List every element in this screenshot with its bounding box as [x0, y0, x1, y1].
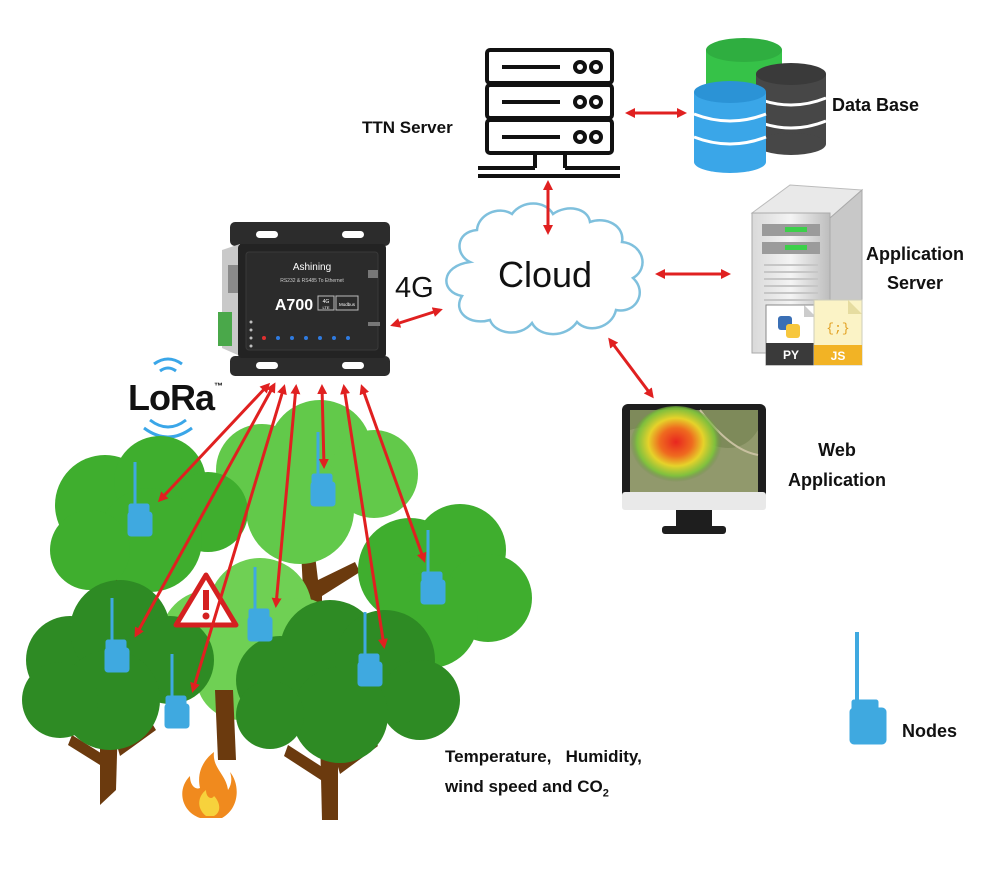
database-label: Data Base — [832, 95, 920, 115]
web-application-label: Web Application — [772, 435, 902, 495]
ttn-server-icon — [478, 48, 620, 178]
node-7 — [164, 654, 190, 729]
sensor-measurements-line1: Temperature, Humidity, — [445, 747, 642, 766]
application-server-label-line1: Application — [866, 244, 964, 264]
node-5 — [104, 598, 130, 673]
gateway-device — [218, 222, 390, 376]
legend-node-icon — [849, 632, 887, 745]
application-server-label-line2: Server — [886, 273, 944, 293]
co2-subscript: 2 — [602, 787, 609, 800]
fire-icon — [182, 752, 237, 818]
lora-logo: LoRa™ — [128, 377, 223, 419]
4g-link-label: 4G — [395, 272, 434, 304]
arrow-gateway-node-4 — [271, 384, 301, 608]
sensor-measurements-line2: wind speed and CO2 — [445, 772, 642, 808]
connection-arrows — [134, 108, 731, 693]
cloud-icon — [445, 202, 644, 336]
web-application-icon — [622, 404, 766, 534]
nodes-legend-label: Nodes — [902, 721, 958, 741]
sensor-measurements-label: Temperature, Humidity, wind speed and CO… — [445, 742, 642, 808]
application-server-icon — [750, 184, 864, 366]
cloud-label: Cloud — [498, 254, 593, 295]
gateway-model: A700 — [275, 297, 313, 314]
database-icon — [693, 38, 827, 173]
js-badge-symbol: {;} — [826, 321, 849, 336]
node-3 — [420, 530, 446, 605]
arrow-cloud-webapp — [608, 337, 654, 399]
arrow-gateway-cloud — [390, 307, 443, 328]
js-badge-label: JS — [831, 349, 846, 363]
arrow-gateway-node-3 — [359, 384, 427, 563]
web-application-label-line1: Web — [818, 440, 856, 460]
lora-logo-text: LoRa — [128, 377, 215, 418]
gateway-brand: Ashining — [293, 262, 331, 273]
sensor-measurements-line2-text: wind speed and CO — [445, 777, 603, 796]
python-badge-label: PY — [783, 348, 799, 362]
application-server-label: Application Server — [866, 240, 964, 298]
gateway-badge-modbus: Modbus — [339, 302, 356, 307]
web-application-label-line2: Application — [788, 470, 886, 490]
ttn-server-label: TTN Server — [362, 118, 453, 137]
gateway-badge-4g: 4G — [323, 299, 330, 305]
arrow-gateway-node-2 — [317, 384, 329, 469]
arrow-gateway-node-7 — [190, 384, 287, 693]
gateway-subtitle: RS232 & RS485 To Ethernet — [280, 278, 344, 284]
lora-trademark: ™ — [214, 381, 223, 391]
gateway-badge-lte: LTE — [322, 305, 329, 310]
